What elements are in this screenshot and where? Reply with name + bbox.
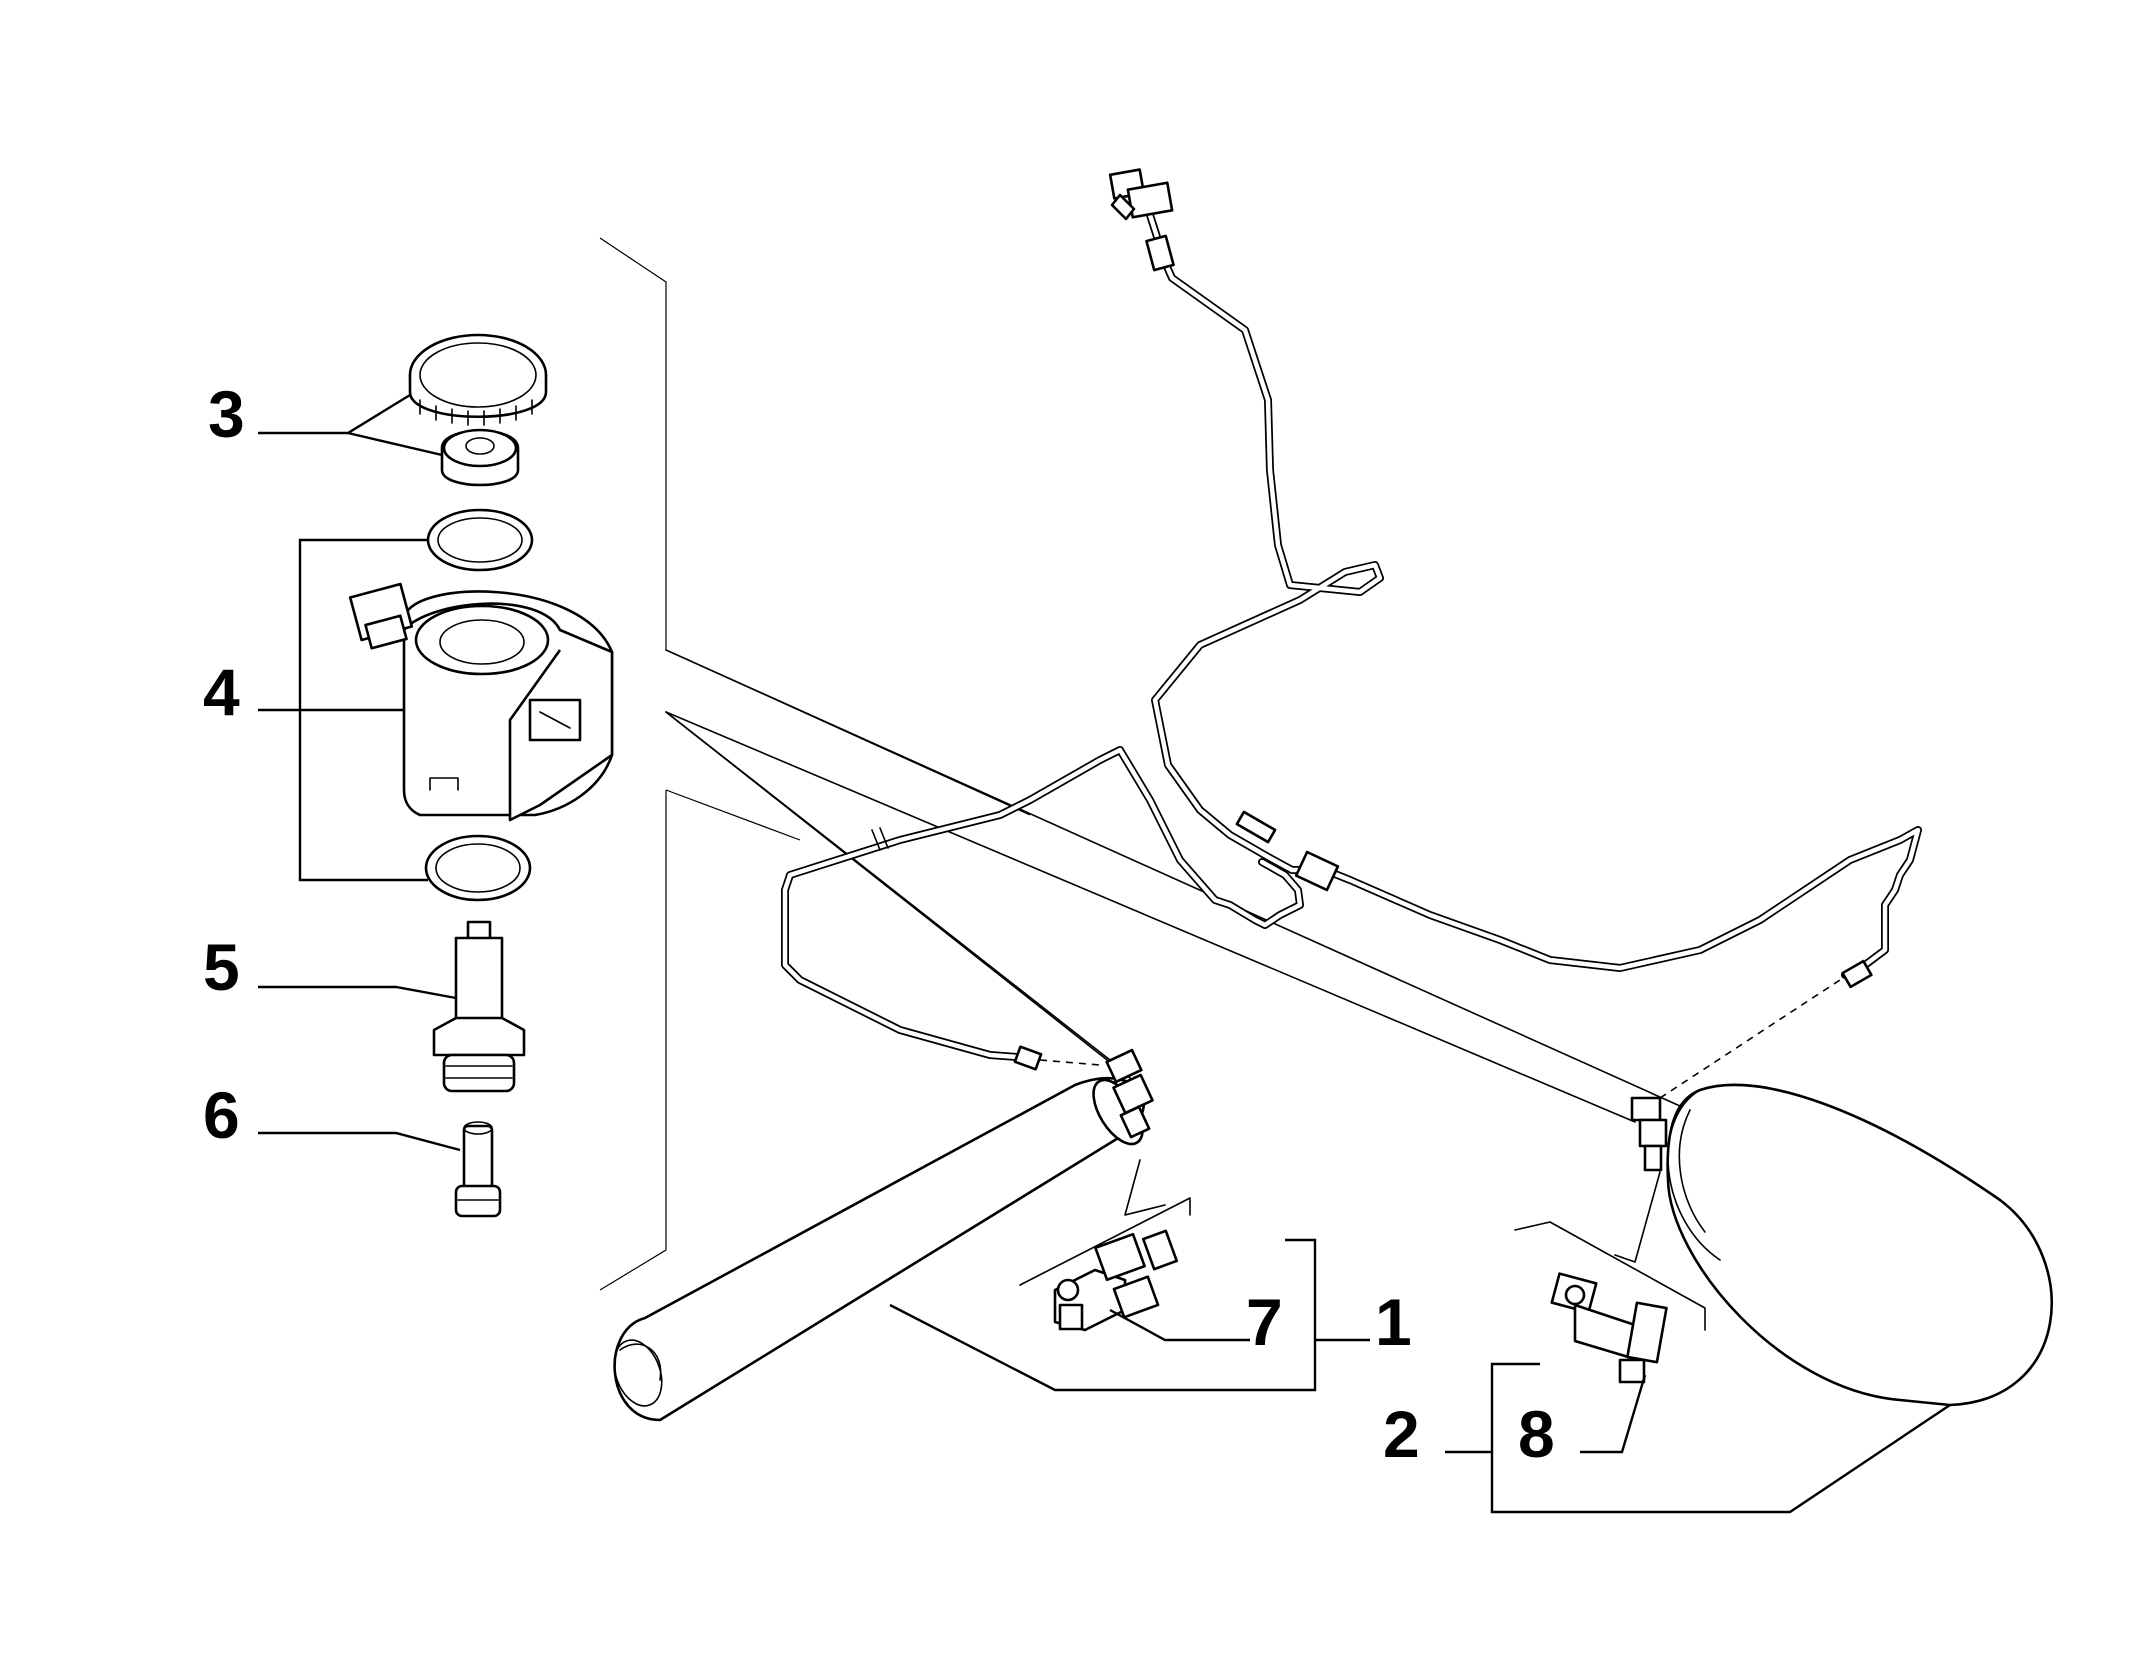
callout-5: 5 xyxy=(203,930,240,1004)
gas-cylinder-right xyxy=(1630,1083,2053,1407)
o-ring-upper xyxy=(426,508,534,572)
callout-3: 3 xyxy=(208,377,245,451)
callout-2: 2 xyxy=(1383,1397,1420,1471)
gas-pipe-network xyxy=(781,168,1922,1071)
callout-6: 6 xyxy=(203,1078,240,1152)
cross-beam xyxy=(665,649,1701,1123)
valve-stem-part-5 xyxy=(432,920,526,1093)
callout-4: 4 xyxy=(203,655,240,729)
valve-part-8 xyxy=(1550,1272,1668,1384)
connection-dashes xyxy=(1039,979,1841,1099)
callout-8: 8 xyxy=(1518,1397,1555,1471)
nut-part-3 xyxy=(440,428,520,487)
o-ring-lower xyxy=(424,834,532,902)
plunger-part-6 xyxy=(454,1121,502,1218)
solenoid-coil-part-4 xyxy=(348,582,614,822)
callout-7: 7 xyxy=(1246,1285,1283,1359)
reference-frame-lines xyxy=(599,237,1031,1291)
valve-detail-guides xyxy=(1019,1159,1706,1331)
callout-labels: 3 4 5 6 7 1 2 8 xyxy=(203,377,1555,1471)
cap-part-3 xyxy=(408,333,548,426)
leader-lines xyxy=(258,393,1951,1514)
gas-cylinder-left xyxy=(613,1048,1154,1422)
valve-part-7 xyxy=(1053,1229,1179,1332)
callout-1: 1 xyxy=(1375,1285,1412,1359)
